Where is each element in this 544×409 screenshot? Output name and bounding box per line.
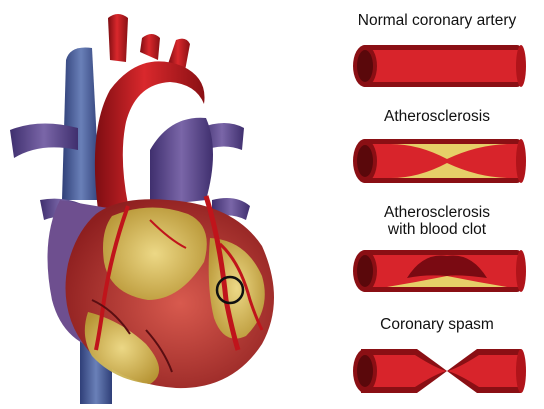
- pulmonary-trunk: [150, 118, 213, 206]
- normal-artery-drawing: [347, 37, 527, 95]
- heart-illustration: [0, 0, 330, 404]
- spasm-drawing: [347, 339, 527, 403]
- spasm-lumen: [361, 355, 521, 387]
- panel-label-clot: Atherosclerosis with blood clot: [330, 204, 544, 238]
- panel-label-spasm: Coronary spasm: [330, 316, 544, 333]
- aortic-branch-1: [108, 14, 128, 62]
- aortic-branch-2: [140, 34, 160, 60]
- panel-label-normal: Normal coronary artery: [330, 12, 544, 29]
- clot-drawing: [347, 242, 527, 300]
- panel-atherosclerosis-clot: Atherosclerosis with blood clot: [330, 204, 544, 300]
- panel-coronary-spasm: Coronary spasm: [330, 316, 544, 403]
- superior-vena-cava: [62, 48, 100, 201]
- heart-drawing: [0, 0, 330, 404]
- panel-label-atherosclerosis: Atherosclerosis: [330, 108, 544, 125]
- panel-atherosclerosis: Atherosclerosis: [330, 108, 544, 191]
- panel-normal-artery: Normal coronary artery: [330, 12, 544, 95]
- atherosclerosis-drawing: [347, 131, 527, 191]
